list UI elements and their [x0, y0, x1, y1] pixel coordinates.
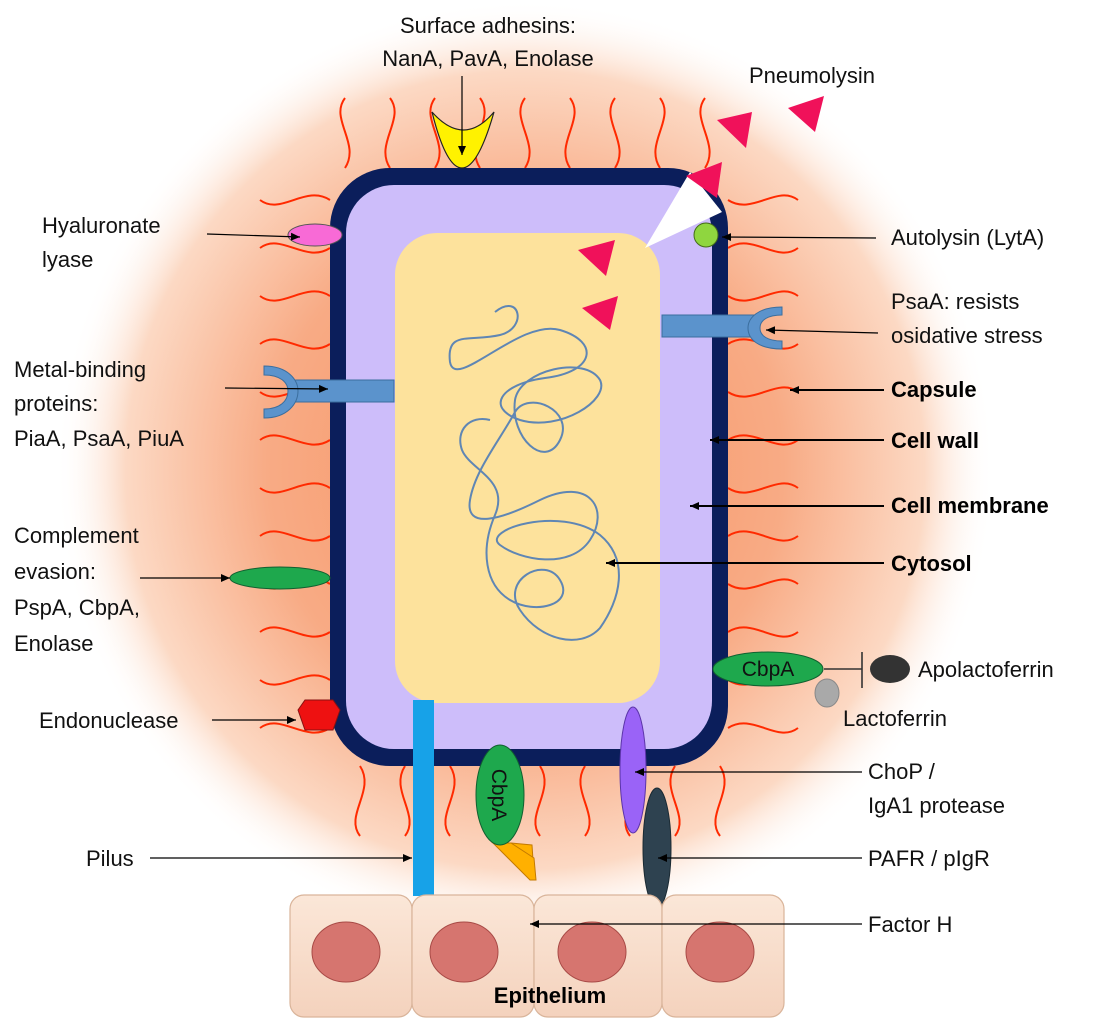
- factor-h-label: Factor H: [868, 912, 952, 937]
- metal-binding-transporter: [292, 380, 394, 402]
- autolysin-label: Autolysin (LytA): [891, 225, 1044, 250]
- psaa-label-line2: osidative stress: [891, 323, 1043, 348]
- complement-label-line3: PspA, CbpA,: [14, 595, 140, 620]
- metal-label-line1: Metal-binding: [14, 357, 146, 382]
- metal-label-line3: PiaA, PsaA, PiuA: [14, 426, 184, 451]
- apolactoferrin-label: Apolactoferrin: [918, 657, 1054, 682]
- hyaluronate-lyase-icon: [288, 224, 342, 246]
- chop-label-line2: IgA1 protease: [868, 793, 1005, 818]
- cell-membrane-label: Cell membrane: [891, 493, 1049, 518]
- endonuclease-icon: [298, 700, 340, 730]
- epithelium-label: Epithelium: [494, 983, 606, 1008]
- epithelial-nucleus: [686, 922, 754, 982]
- complement-label-line4: Enolase: [14, 631, 94, 656]
- pilus-label: Pilus: [86, 846, 134, 871]
- cytosol: [395, 233, 660, 703]
- chop-label-line1: ChoP /: [868, 759, 936, 784]
- metal-label-line2: proteins:: [14, 391, 98, 416]
- capsule-label: Capsule: [891, 377, 977, 402]
- pneumolysin-label: Pneumolysin: [749, 63, 875, 88]
- epithelial-nucleus: [430, 922, 498, 982]
- complement-label-line1: Complement: [14, 523, 139, 548]
- autolysin-icon: [694, 223, 718, 247]
- endonuclease-label: Endonuclease: [39, 708, 178, 733]
- cytosol-label: Cytosol: [891, 551, 972, 576]
- complement-label-line2: evasion:: [14, 559, 96, 584]
- epithelial-nucleus: [312, 922, 380, 982]
- cbpa-right-label: CbpA: [742, 658, 795, 681]
- hyaluronate-label-line1: Hyaluronate: [42, 213, 161, 238]
- pafr-label: PAFR / pIgR: [868, 846, 990, 871]
- pilus-icon: [413, 700, 434, 896]
- psaa-label-line1: PsaA: resists: [891, 289, 1019, 314]
- cbpa-bottom-label: CbpA: [487, 769, 510, 822]
- surface-adhesins-label-line1: Surface adhesins:: [400, 13, 576, 38]
- complement-evasion-icon: [230, 567, 330, 589]
- lactoferrin-label: Lactoferrin: [843, 706, 947, 731]
- apolactoferrin-icon: [870, 655, 910, 683]
- psaa-transporter: [662, 315, 754, 337]
- cell-wall-label: Cell wall: [891, 428, 979, 453]
- surface-adhesins-label-line2: NanA, PavA, Enolase: [382, 46, 594, 71]
- pafr-icon: [643, 788, 671, 908]
- chop-icon: [620, 707, 646, 833]
- lactoferrin-icon: [815, 679, 839, 707]
- hyaluronate-label-line2: lyase: [42, 247, 93, 272]
- epithelial-nucleus: [558, 922, 626, 982]
